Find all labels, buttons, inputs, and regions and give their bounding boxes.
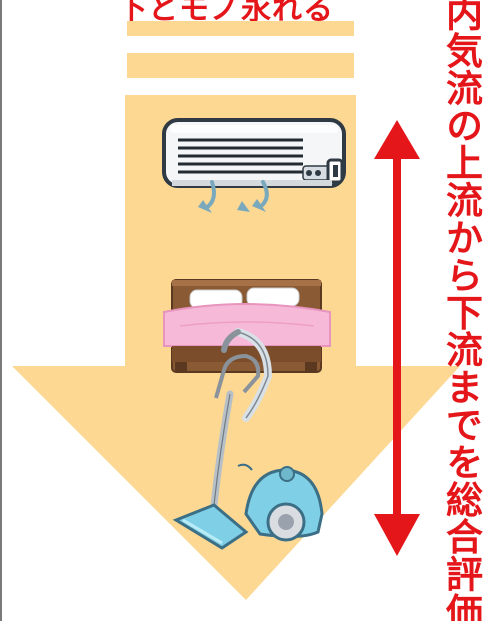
- flow-band-middle: [127, 53, 354, 78]
- bed-icon: [163, 279, 331, 373]
- left-border-line: [0, 0, 2, 621]
- double-headed-arrow-icon: [374, 120, 420, 556]
- airflow-arrows-icon: [204, 180, 269, 210]
- flow-band-top: [127, 21, 354, 36]
- vertical-caption: 内気流の上流から下流までを総合評価: [439, 0, 483, 621]
- air-conditioner-icon: [162, 118, 346, 188]
- vacuum-cleaner-icon: [172, 328, 324, 550]
